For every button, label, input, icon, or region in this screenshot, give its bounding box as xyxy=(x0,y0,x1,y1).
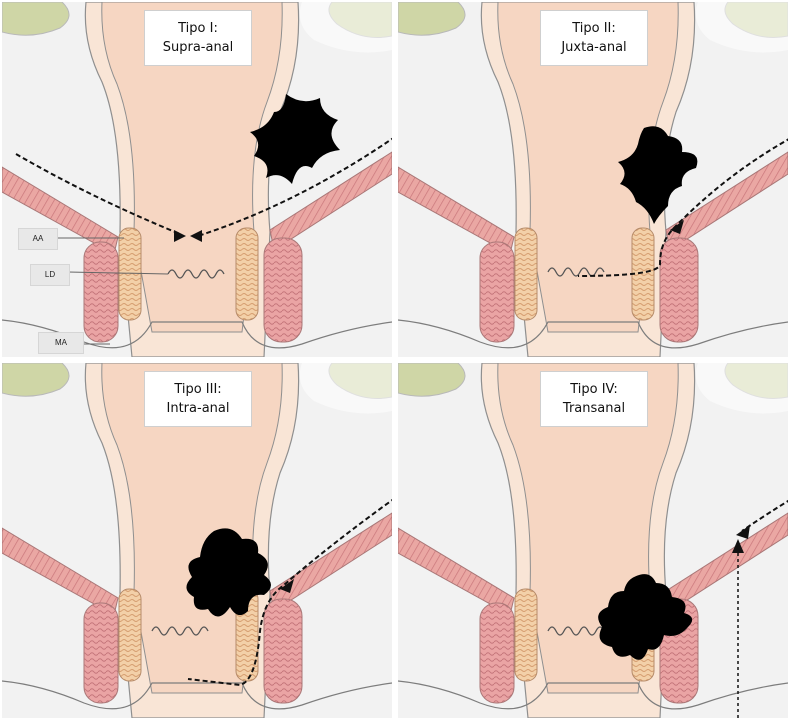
title-line-2: Supra-anal xyxy=(145,38,251,57)
label-ma: MA xyxy=(38,332,84,354)
title-line-1: Tipo III: xyxy=(145,380,251,399)
panel-title: Tipo II: Juxta-anal xyxy=(540,10,648,66)
panel-tipo-ii: Tipo II: Juxta-anal xyxy=(398,2,788,357)
label-aa: AA xyxy=(18,228,58,250)
title-line-1: Tipo IV: xyxy=(541,380,647,399)
panel-title: Tipo III: Intra-anal xyxy=(144,371,252,427)
title-line-1: Tipo II: xyxy=(541,19,647,38)
label-ld: LD xyxy=(30,264,70,286)
title-line-1: Tipo I: xyxy=(145,19,251,38)
title-line-2: Intra-anal xyxy=(145,399,251,418)
panel-tipo-iv: Tipo IV: Transanal xyxy=(398,363,788,718)
panel-tipo-i: Tipo I: Supra-anal AA LD MA xyxy=(2,2,392,357)
panel-title: Tipo IV: Transanal xyxy=(540,371,648,427)
title-line-2: Transanal xyxy=(541,399,647,418)
panel-tipo-iii: Tipo III: Intra-anal xyxy=(2,363,392,718)
panel-title: Tipo I: Supra-anal xyxy=(144,10,252,66)
title-line-2: Juxta-anal xyxy=(541,38,647,57)
